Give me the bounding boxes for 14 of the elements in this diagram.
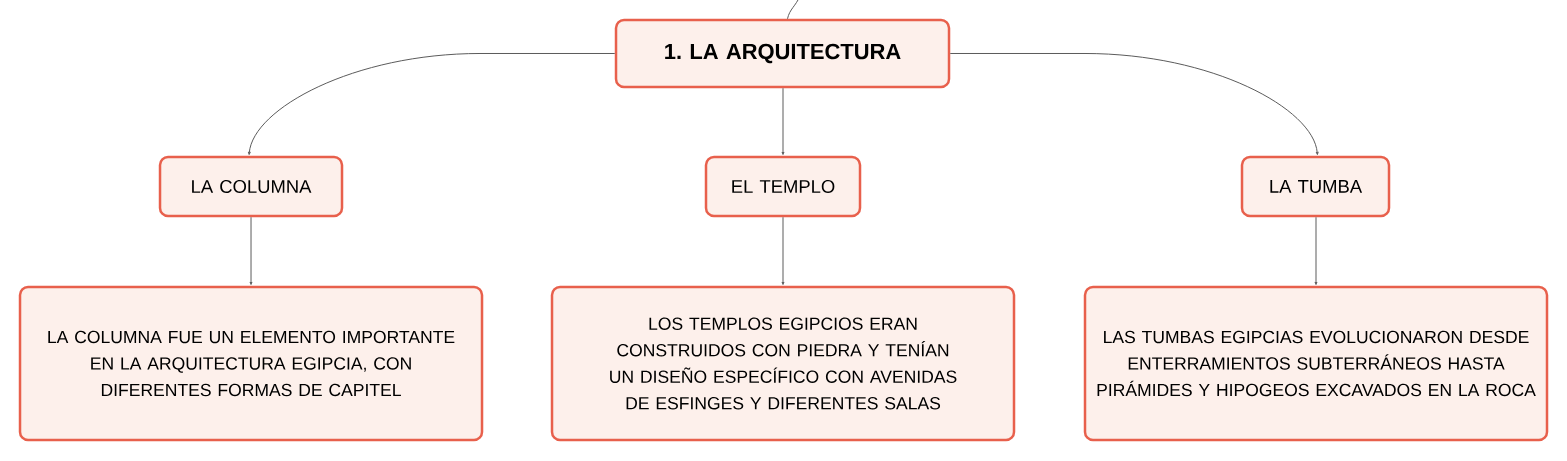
connector-arrow: [949, 53, 1319, 156]
topic-box: 1. LA ARQUITECTURA: [614, 18, 951, 89]
connector-arrow: [781, 216, 785, 286]
description-box: LA COLUMNA FUE UN ELEMENTO IMPORTANTE EN LA ARQUITECTURA EGIPCIA, CON DIFERENTES FORMAS DE CAPITEL: [18, 285, 484, 442]
description-box: LAS TUMBAS EGIPCIAS EVOLUCIONARON DESDE ENTERRAMIENTOS SUBTERRÁNEOS HASTA PIRÁMIDES Y HIPOGEOS EXCAVADOS EN LA ROCA: [1083, 285, 1549, 442]
subtopic-box: LA COLUMNA: [158, 155, 344, 218]
connector-arrow: [249, 216, 253, 286]
connector-line: [787, 0, 800, 20]
connector-arrow: [1314, 216, 1318, 286]
subtopic-box: EL TEMPLO: [704, 155, 862, 218]
connector-arrow: [781, 87, 785, 156]
subtopic-box: LA TUMBA: [1240, 155, 1391, 218]
description-box: LOS TEMPLOS EGIPCIOS ERAN CONSTRUIDOS CON PIEDRA Y TENÍAN UN DISEÑO ESPECÍFICO CON AVENIDAS DE ESFINGES Y DIFERENTES SALAS: [550, 285, 1016, 442]
connector-arrow: [247, 53, 616, 156]
